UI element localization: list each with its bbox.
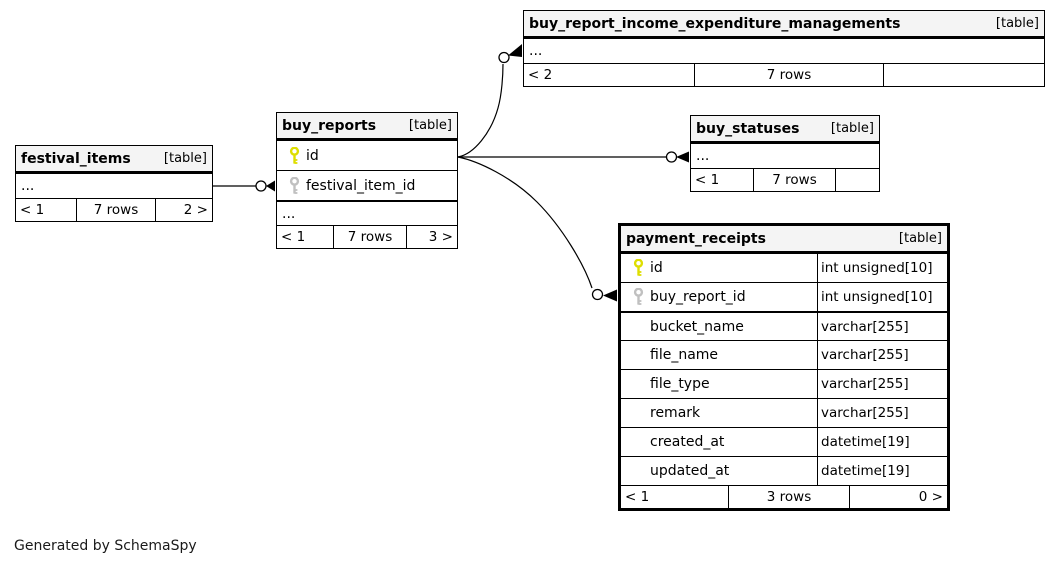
circle-end-icon [498, 51, 510, 64]
parents-count: < 1 [625, 489, 650, 505]
table-title[interactable]: buy_reports [282, 117, 377, 134]
children-count [836, 169, 879, 191]
table-header: payment_receipts [table] [621, 226, 947, 253]
column-type: int unsigned[10] [817, 254, 947, 282]
row-count: 7 rows [333, 226, 407, 248]
column-name: id [306, 147, 319, 164]
relation-buy-reports-to-income-expenditure [457, 44, 522, 158]
table-row: ... [277, 200, 457, 225]
table-header: buy_report_income_expenditure_management… [524, 11, 1044, 38]
table-header: festival_items [table] [16, 146, 212, 173]
foreign-key-icon [626, 288, 650, 306]
table-tag: [table] [408, 118, 452, 133]
column-name: festival_item_id [306, 177, 416, 194]
table-row: created_at datetime[19] [621, 427, 947, 456]
row-count: 7 rows [694, 64, 884, 86]
circle-end-icon [665, 151, 678, 163]
column-type: int unsigned[10] [817, 283, 947, 311]
table-buy-report-income-expenditure-managements[interactable]: buy_report_income_expenditure_management… [523, 10, 1045, 87]
row-count: 7 rows [76, 199, 156, 221]
table-row: ... [691, 143, 879, 168]
column-name: created_at [650, 434, 725, 450]
parents-count: < 1 [20, 202, 45, 218]
column-type: varchar[255] [817, 399, 947, 427]
children-count: 0 > [918, 489, 943, 505]
elided-columns-label: ... [282, 205, 296, 222]
generated-by-note: Generated by SchemaSpy [14, 538, 197, 554]
crowfoot-arrow-icon [676, 151, 689, 163]
column-name: id [650, 260, 663, 276]
table-title[interactable]: festival_items [21, 150, 131, 167]
table-stats: < 2 7 rows [524, 63, 1044, 86]
primary-key-icon [626, 259, 650, 277]
row-count: 3 rows [728, 486, 850, 508]
table-festival-items[interactable]: festival_items [table] ... < 1 7 rows 2 … [15, 145, 213, 222]
column-type: varchar[255] [817, 313, 947, 340]
parents-count: < 1 [281, 229, 306, 245]
table-row: updated_at datetime[19] [621, 456, 947, 485]
circle-end-icon [591, 288, 604, 301]
table-buy-statuses[interactable]: buy_statuses [table] ... < 1 7 rows [690, 115, 880, 192]
table-row: file_name varchar[255] [621, 340, 947, 369]
column-name: file_name [650, 347, 719, 363]
table-row: ... [524, 38, 1044, 63]
row-count: 7 rows [753, 169, 836, 191]
table-stats: < 1 3 rows 0 > [621, 485, 947, 508]
circle-end-icon [255, 180, 267, 192]
table-tag: [table] [995, 16, 1039, 31]
table-tag: [table] [830, 121, 874, 136]
table-tag: [table] [898, 231, 942, 246]
table-stats: < 1 7 rows [691, 168, 879, 191]
relation-buy-reports-to-payment-receipts [457, 156, 617, 302]
table-row: file_type varchar[255] [621, 369, 947, 398]
table-title[interactable]: buy_report_income_expenditure_management… [529, 15, 901, 32]
column-type: datetime[19] [817, 428, 947, 456]
table-stats: < 1 7 rows 2 > [16, 198, 212, 221]
table-title[interactable]: buy_statuses [696, 120, 800, 137]
column-name: updated_at [650, 463, 730, 479]
children-count: 3 > [428, 229, 453, 245]
table-row: ... [16, 173, 212, 198]
table-header: buy_statuses [table] [691, 116, 879, 143]
table-buy-reports[interactable]: buy_reports [table] id [276, 112, 458, 249]
table-title[interactable]: payment_receipts [626, 230, 766, 247]
table-header: buy_reports [table] [277, 113, 457, 140]
column-name: bucket_name [650, 318, 744, 335]
crowfoot-arrow-icon [266, 180, 275, 192]
elided-columns-label: ... [529, 43, 543, 59]
column-type: datetime[19] [817, 457, 947, 485]
table-payment-receipts[interactable]: payment_receipts [table] id int unsigned… [618, 223, 950, 511]
relation-festival-items-to-buy-reports [213, 180, 275, 192]
crowfoot-arrow-icon [508, 44, 522, 57]
foreign-key-icon [282, 176, 306, 195]
column-type: varchar[255] [817, 370, 947, 398]
table-row: id int unsigned[10] [621, 253, 947, 282]
children-count [884, 64, 1044, 86]
column-name: buy_report_id [650, 289, 746, 305]
table-row: bucket_name varchar[255] [621, 311, 947, 340]
primary-key-icon [282, 146, 306, 165]
column-type: varchar[255] [817, 341, 947, 369]
relation-buy-reports-to-buy-statuses [458, 151, 689, 163]
children-count: 2 > [183, 202, 208, 218]
column-name: file_type [650, 376, 710, 392]
elided-columns-label: ... [21, 178, 35, 194]
table-tag: [table] [163, 151, 207, 166]
parents-count: < 1 [695, 172, 720, 188]
elided-columns-label: ... [696, 148, 710, 164]
table-row: remark varchar[255] [621, 398, 947, 427]
table-stats: < 1 7 rows 3 > [277, 225, 457, 248]
table-row: festival_item_id [277, 170, 457, 200]
crowfoot-arrow-icon [603, 289, 617, 302]
column-name: remark [650, 405, 701, 421]
table-row: id [277, 140, 457, 170]
table-row: buy_report_id int unsigned[10] [621, 282, 947, 311]
parents-count: < 2 [528, 67, 553, 83]
